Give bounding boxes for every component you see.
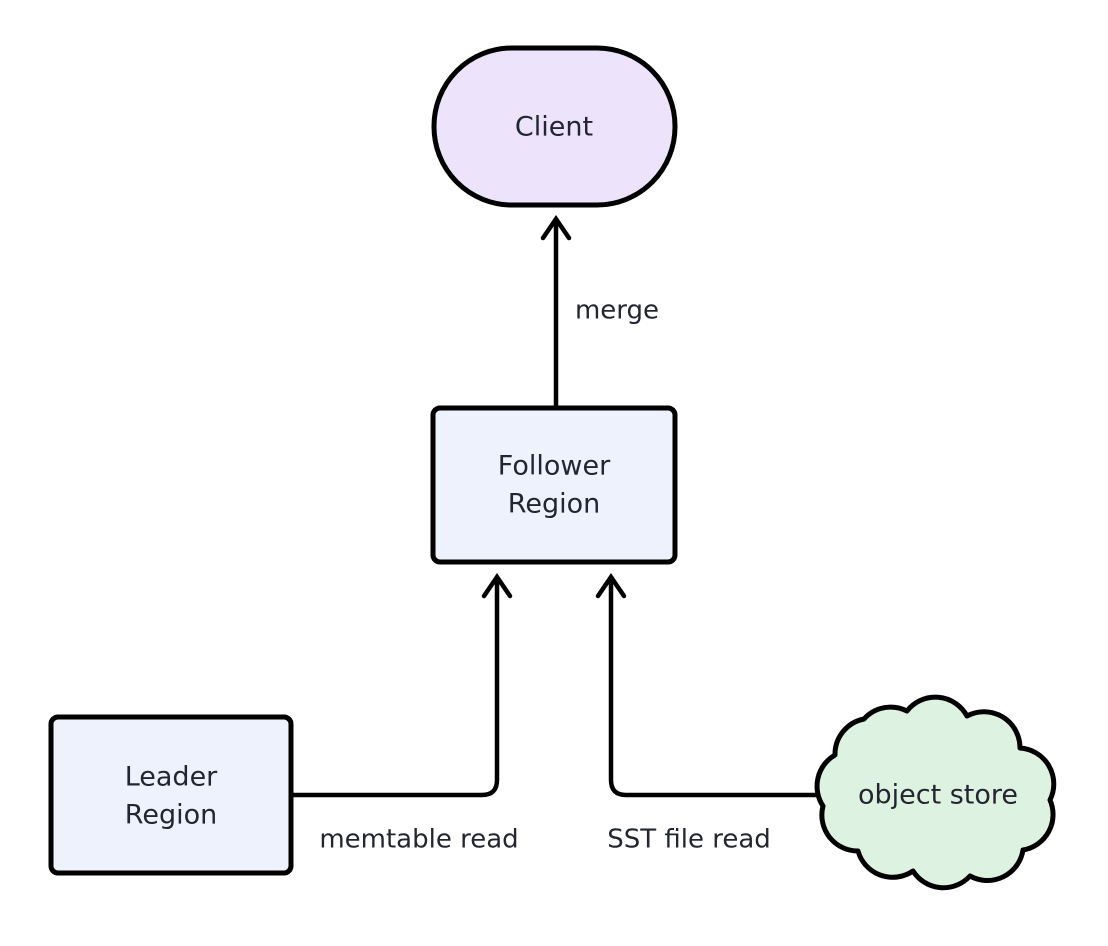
- edge-follower-to-client[interactable]: [540, 215, 572, 408]
- client-shape: [431, 45, 678, 208]
- arrow-head-sst-file-read: [595, 573, 627, 599]
- object-store-cloud-shape: [814, 694, 1057, 891]
- edge-objectstore-to-follower[interactable]: [595, 573, 818, 798]
- arrow-head-memtable-read: [481, 573, 513, 599]
- arrow-head-merge: [540, 215, 572, 241]
- edge-label-merge: merge: [575, 296, 659, 326]
- node-follower-region[interactable]: Follower Region: [430, 405, 678, 565]
- leader-region-shape: [48, 714, 294, 876]
- node-object-store[interactable]: object store: [814, 694, 1057, 891]
- follower-region-label-line1: Follower: [498, 451, 611, 482]
- edge-label-sst-file-read: SST file read: [607, 825, 771, 855]
- node-client[interactable]: Client: [431, 45, 678, 208]
- edge-line-sst-file-read: [608, 580, 818, 798]
- object-store-label: object store: [858, 780, 1018, 811]
- node-leader-region[interactable]: Leader Region: [48, 714, 294, 876]
- follower-region-label-line2: Region: [508, 489, 600, 520]
- leader-region-label-line1: Leader: [125, 762, 218, 793]
- leader-region-label-line2: Region: [125, 800, 217, 831]
- edge-leader-to-follower[interactable]: [291, 573, 513, 798]
- edge-line-memtable-read: [291, 580, 500, 798]
- follower-region-shape: [430, 405, 678, 565]
- edge-label-memtable-read: memtable read: [319, 825, 518, 855]
- client-label: Client: [515, 112, 593, 143]
